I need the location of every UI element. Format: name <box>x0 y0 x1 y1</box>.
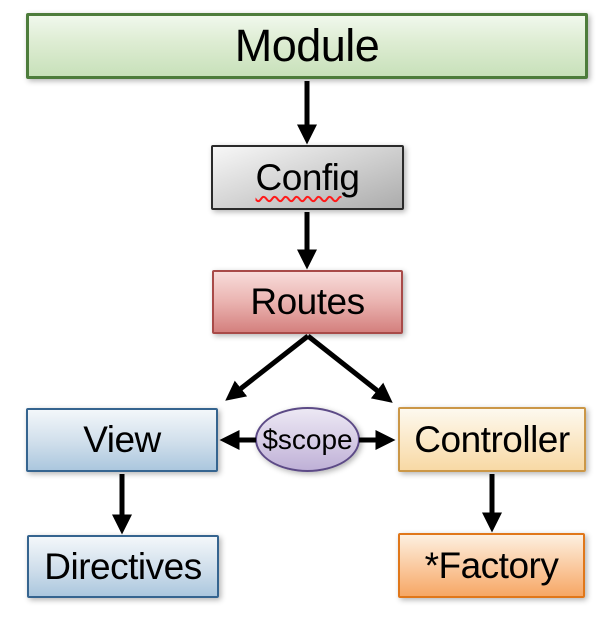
arrow-routes-to-controller <box>306 334 393 403</box>
node-directives-label: Directives <box>44 545 202 587</box>
node-config-label: Config <box>255 156 360 198</box>
node-module: Module <box>26 13 588 79</box>
node-view: View <box>26 408 218 472</box>
node-routes: Routes <box>212 270 403 334</box>
node-controller: Controller <box>398 407 586 472</box>
node-scope-label: $scope <box>262 423 353 455</box>
node-routes-label: Routes <box>250 281 365 322</box>
node-directives: Directives <box>27 535 219 598</box>
node-config: Config <box>211 145 404 210</box>
node-factory-label: *Factory <box>424 544 559 586</box>
node-scope-ellipse: $scope <box>255 407 360 472</box>
node-factory: *Factory <box>398 533 585 598</box>
node-module-label: Module <box>234 20 380 71</box>
node-controller-label: Controller <box>414 418 570 460</box>
node-view-label: View <box>83 419 161 460</box>
arrow-routes-to-view <box>225 334 310 401</box>
